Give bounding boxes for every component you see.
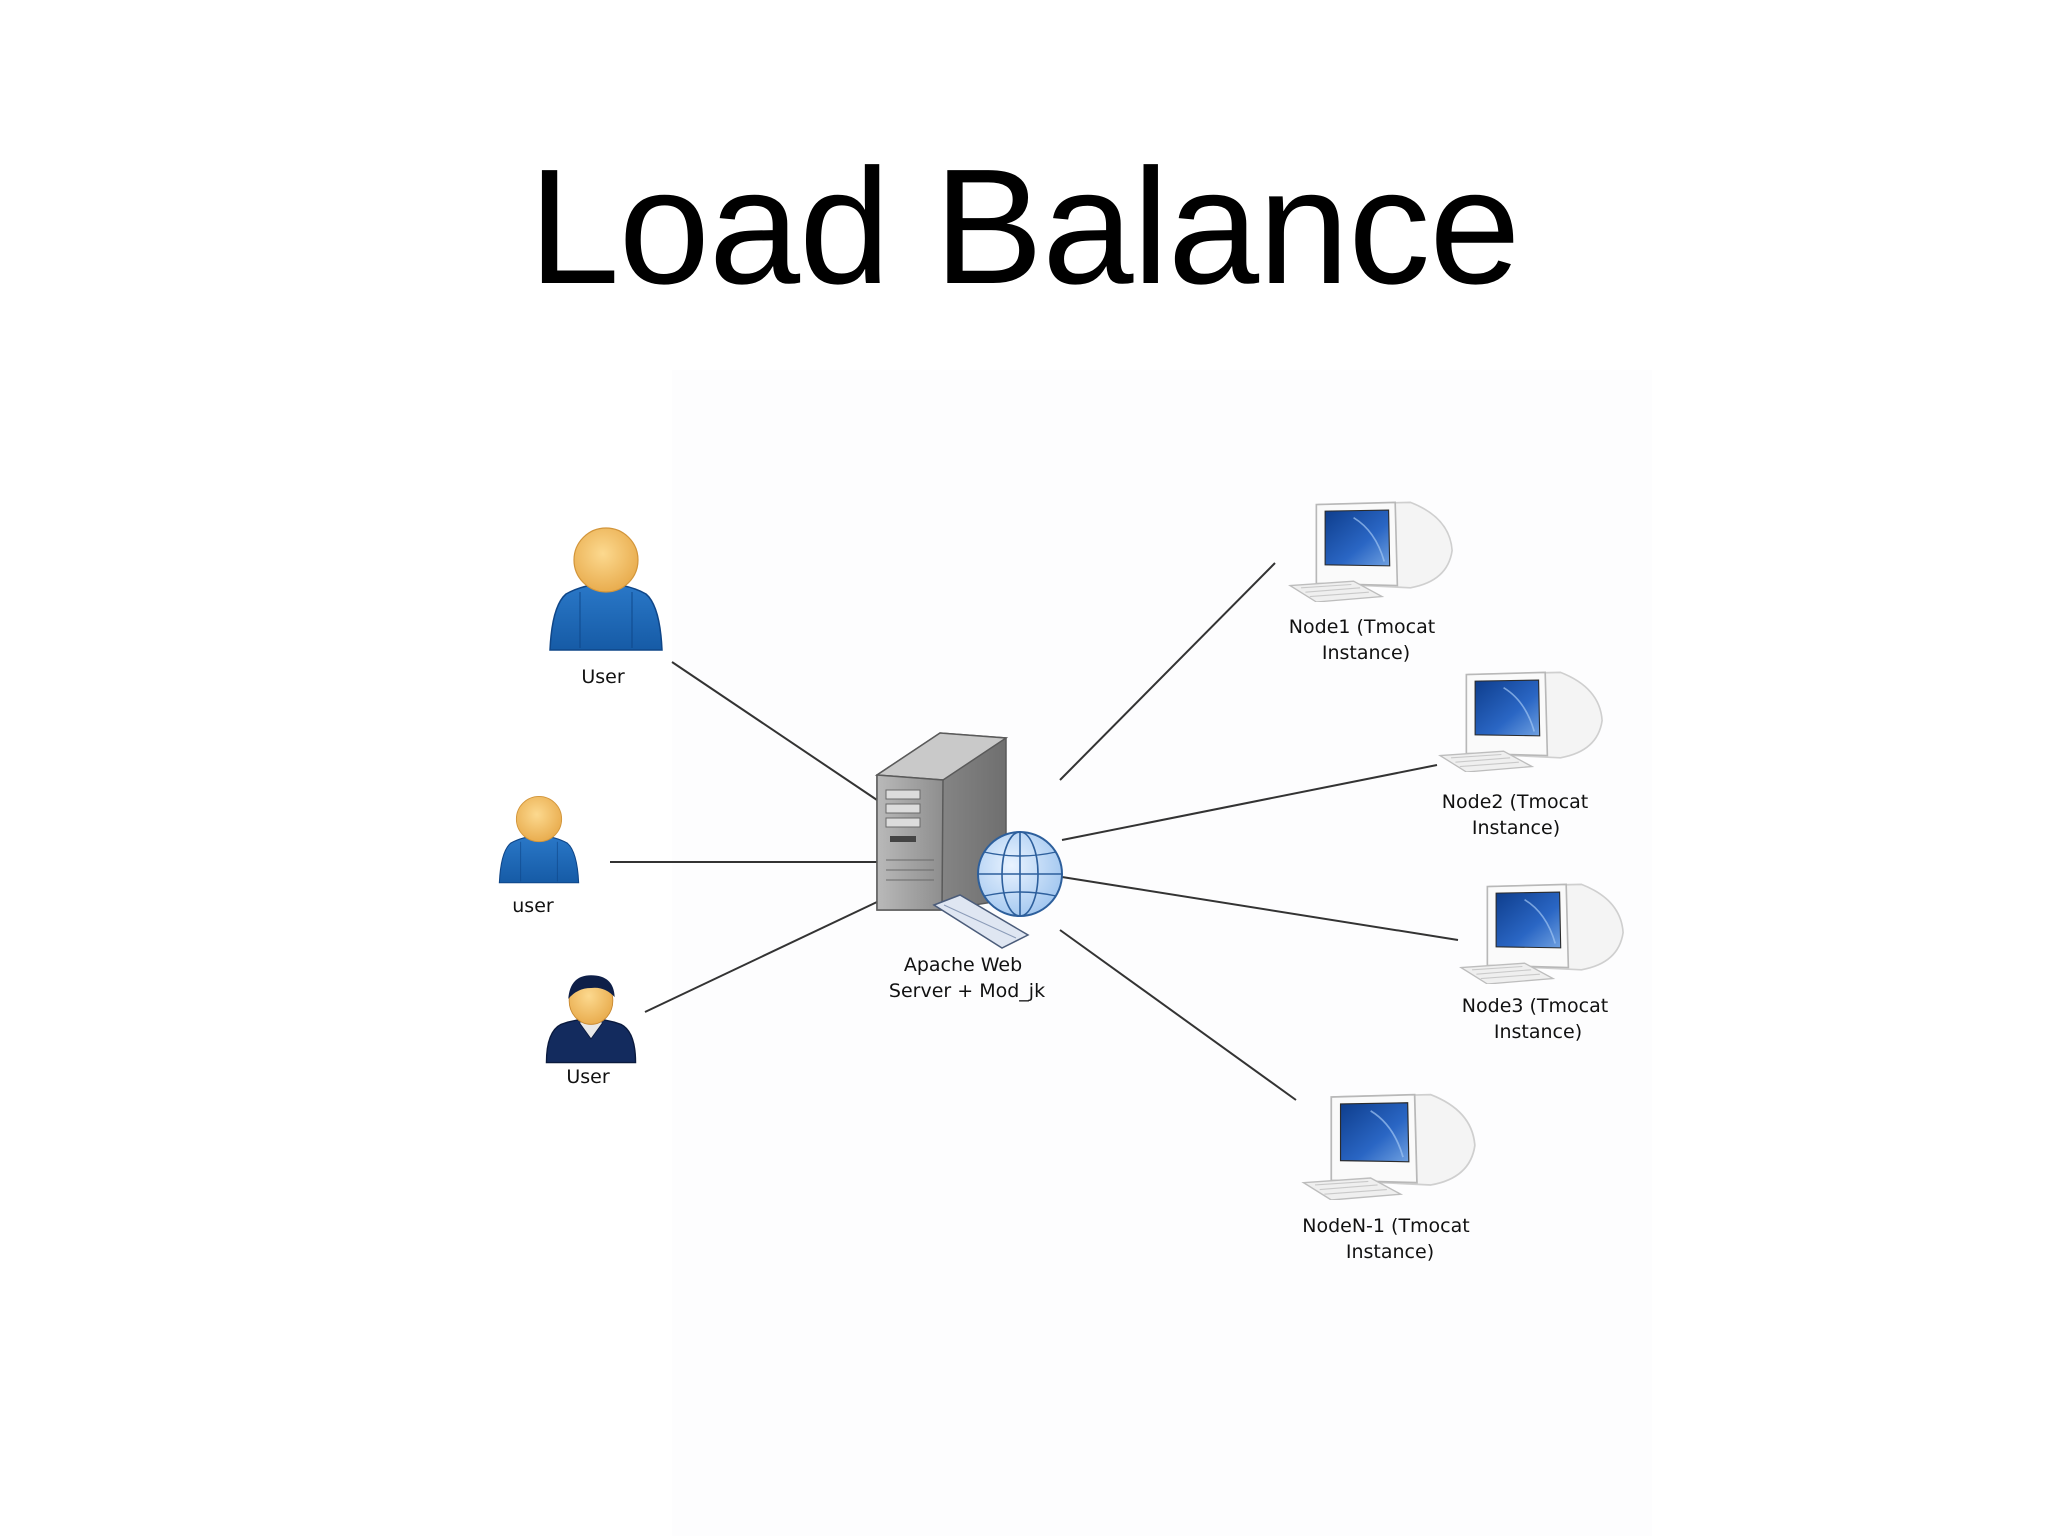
- node-1: Node1 (Tmocat Instance): [1289, 501, 1453, 664]
- node-1-label-line2: Instance): [1322, 642, 1410, 664]
- link-user3-server: [644, 901, 878, 1013]
- node-2-label-line2: Instance): [1472, 817, 1560, 839]
- node-n-1-label-line2: Instance): [1346, 1241, 1434, 1263]
- link-user1-server: [671, 661, 878, 801]
- workstation-icon: [1460, 883, 1624, 984]
- link-server-node2: [1061, 764, 1438, 841]
- workstation-icon: [1302, 1093, 1476, 1200]
- user-icon: [549, 527, 663, 651]
- node-n-1: NodeN-1 (Tmocat Instance): [1302, 1093, 1476, 1263]
- node-3-label-line2: Instance): [1494, 1021, 1582, 1043]
- user-1-label: User: [581, 666, 624, 688]
- user-dark-icon: [545, 974, 637, 1064]
- workstation-icon: [1439, 671, 1603, 772]
- node-3-label-line1: Node3 (Tmocat: [1462, 995, 1608, 1017]
- user-3: User: [545, 974, 637, 1088]
- node-n-1-label-line1: NodeN-1 (Tmocat: [1302, 1215, 1469, 1237]
- link-server-noden: [1059, 929, 1297, 1101]
- workstation-icon: [1289, 501, 1453, 602]
- server-keyboard-icon: [932, 894, 1030, 949]
- link-server-node3: [1061, 876, 1459, 941]
- node-2-label-line1: Node2 (Tmocat: [1442, 791, 1588, 813]
- server-label-line1: Apache Web: [904, 954, 1022, 976]
- user-2: user: [498, 795, 580, 917]
- node-1-label-line1: Node1 (Tmocat: [1289, 616, 1435, 638]
- user-2-label: user: [512, 895, 554, 917]
- connection-lines: [610, 562, 1459, 1101]
- node-2: Node2 (Tmocat Instance): [1439, 671, 1603, 839]
- user-3-label: User: [566, 1066, 609, 1088]
- server-label-line2: Server + Mod_jk: [889, 980, 1045, 1002]
- globe-icon: [977, 831, 1063, 917]
- user-icon: [498, 795, 580, 884]
- server-icon: [874, 732, 1009, 911]
- node-3: Node3 (Tmocat Instance): [1460, 883, 1624, 1043]
- link-server-node1: [1059, 562, 1276, 781]
- user-1: User: [549, 527, 663, 688]
- slide-title: Load Balance: [528, 135, 1520, 318]
